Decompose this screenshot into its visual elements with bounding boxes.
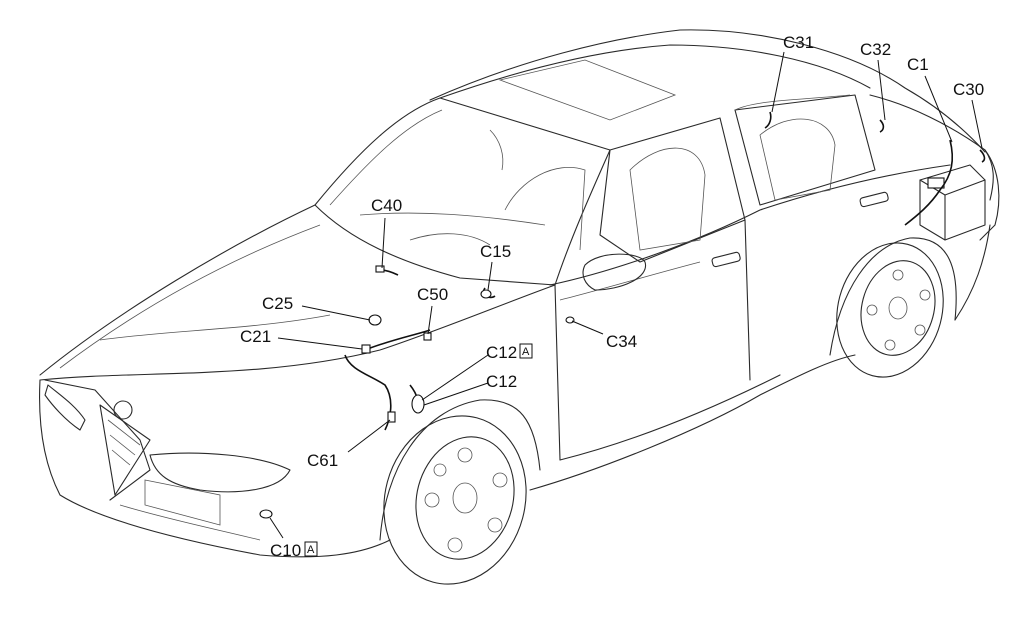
label-c61: C61 bbox=[307, 451, 338, 470]
label-c34: C34 bbox=[606, 332, 637, 351]
connector-c15-body bbox=[480, 289, 492, 299]
connector-c25-body bbox=[368, 314, 382, 326]
battery bbox=[904, 139, 986, 241]
callout-labels: C31 C32 C1 C30 C40 C15 C25 C50 C21 C34 C… bbox=[240, 33, 984, 560]
connector-c61-body bbox=[387, 411, 396, 423]
connector-c40-body bbox=[375, 265, 385, 273]
label-c1: C1 bbox=[907, 55, 929, 74]
suffix-c12a: A bbox=[522, 346, 530, 358]
label-c12a: C12 bbox=[486, 343, 517, 362]
front-wheel bbox=[383, 415, 527, 585]
harness-wires bbox=[344, 111, 986, 431]
label-c25: C25 bbox=[262, 294, 293, 313]
interior bbox=[359, 118, 836, 251]
label-c15: C15 bbox=[480, 242, 511, 261]
label-c30: C30 bbox=[953, 80, 984, 99]
connector-c12-body bbox=[411, 394, 425, 414]
suffix-box-c12a bbox=[519, 343, 533, 359]
suffix-box-c10a bbox=[304, 541, 318, 557]
connector-c10a-body bbox=[259, 509, 273, 519]
label-c40: C40 bbox=[371, 196, 402, 215]
connectors bbox=[259, 265, 575, 519]
label-c12: C12 bbox=[486, 372, 517, 391]
label-c31: C31 bbox=[783, 33, 814, 52]
connector-c34-body bbox=[565, 316, 575, 324]
leader-lines bbox=[269, 51, 983, 539]
label-c32: C32 bbox=[860, 40, 891, 59]
connector-c21-body bbox=[361, 344, 371, 354]
suffix-c10a: A bbox=[307, 544, 315, 556]
label-c21: C21 bbox=[240, 327, 271, 346]
connector-c50-body bbox=[423, 332, 432, 341]
label-c10a: C10 bbox=[270, 541, 301, 560]
rear-wheel bbox=[836, 242, 944, 378]
car-body bbox=[39, 29, 1000, 558]
label-c50: C50 bbox=[417, 285, 448, 304]
